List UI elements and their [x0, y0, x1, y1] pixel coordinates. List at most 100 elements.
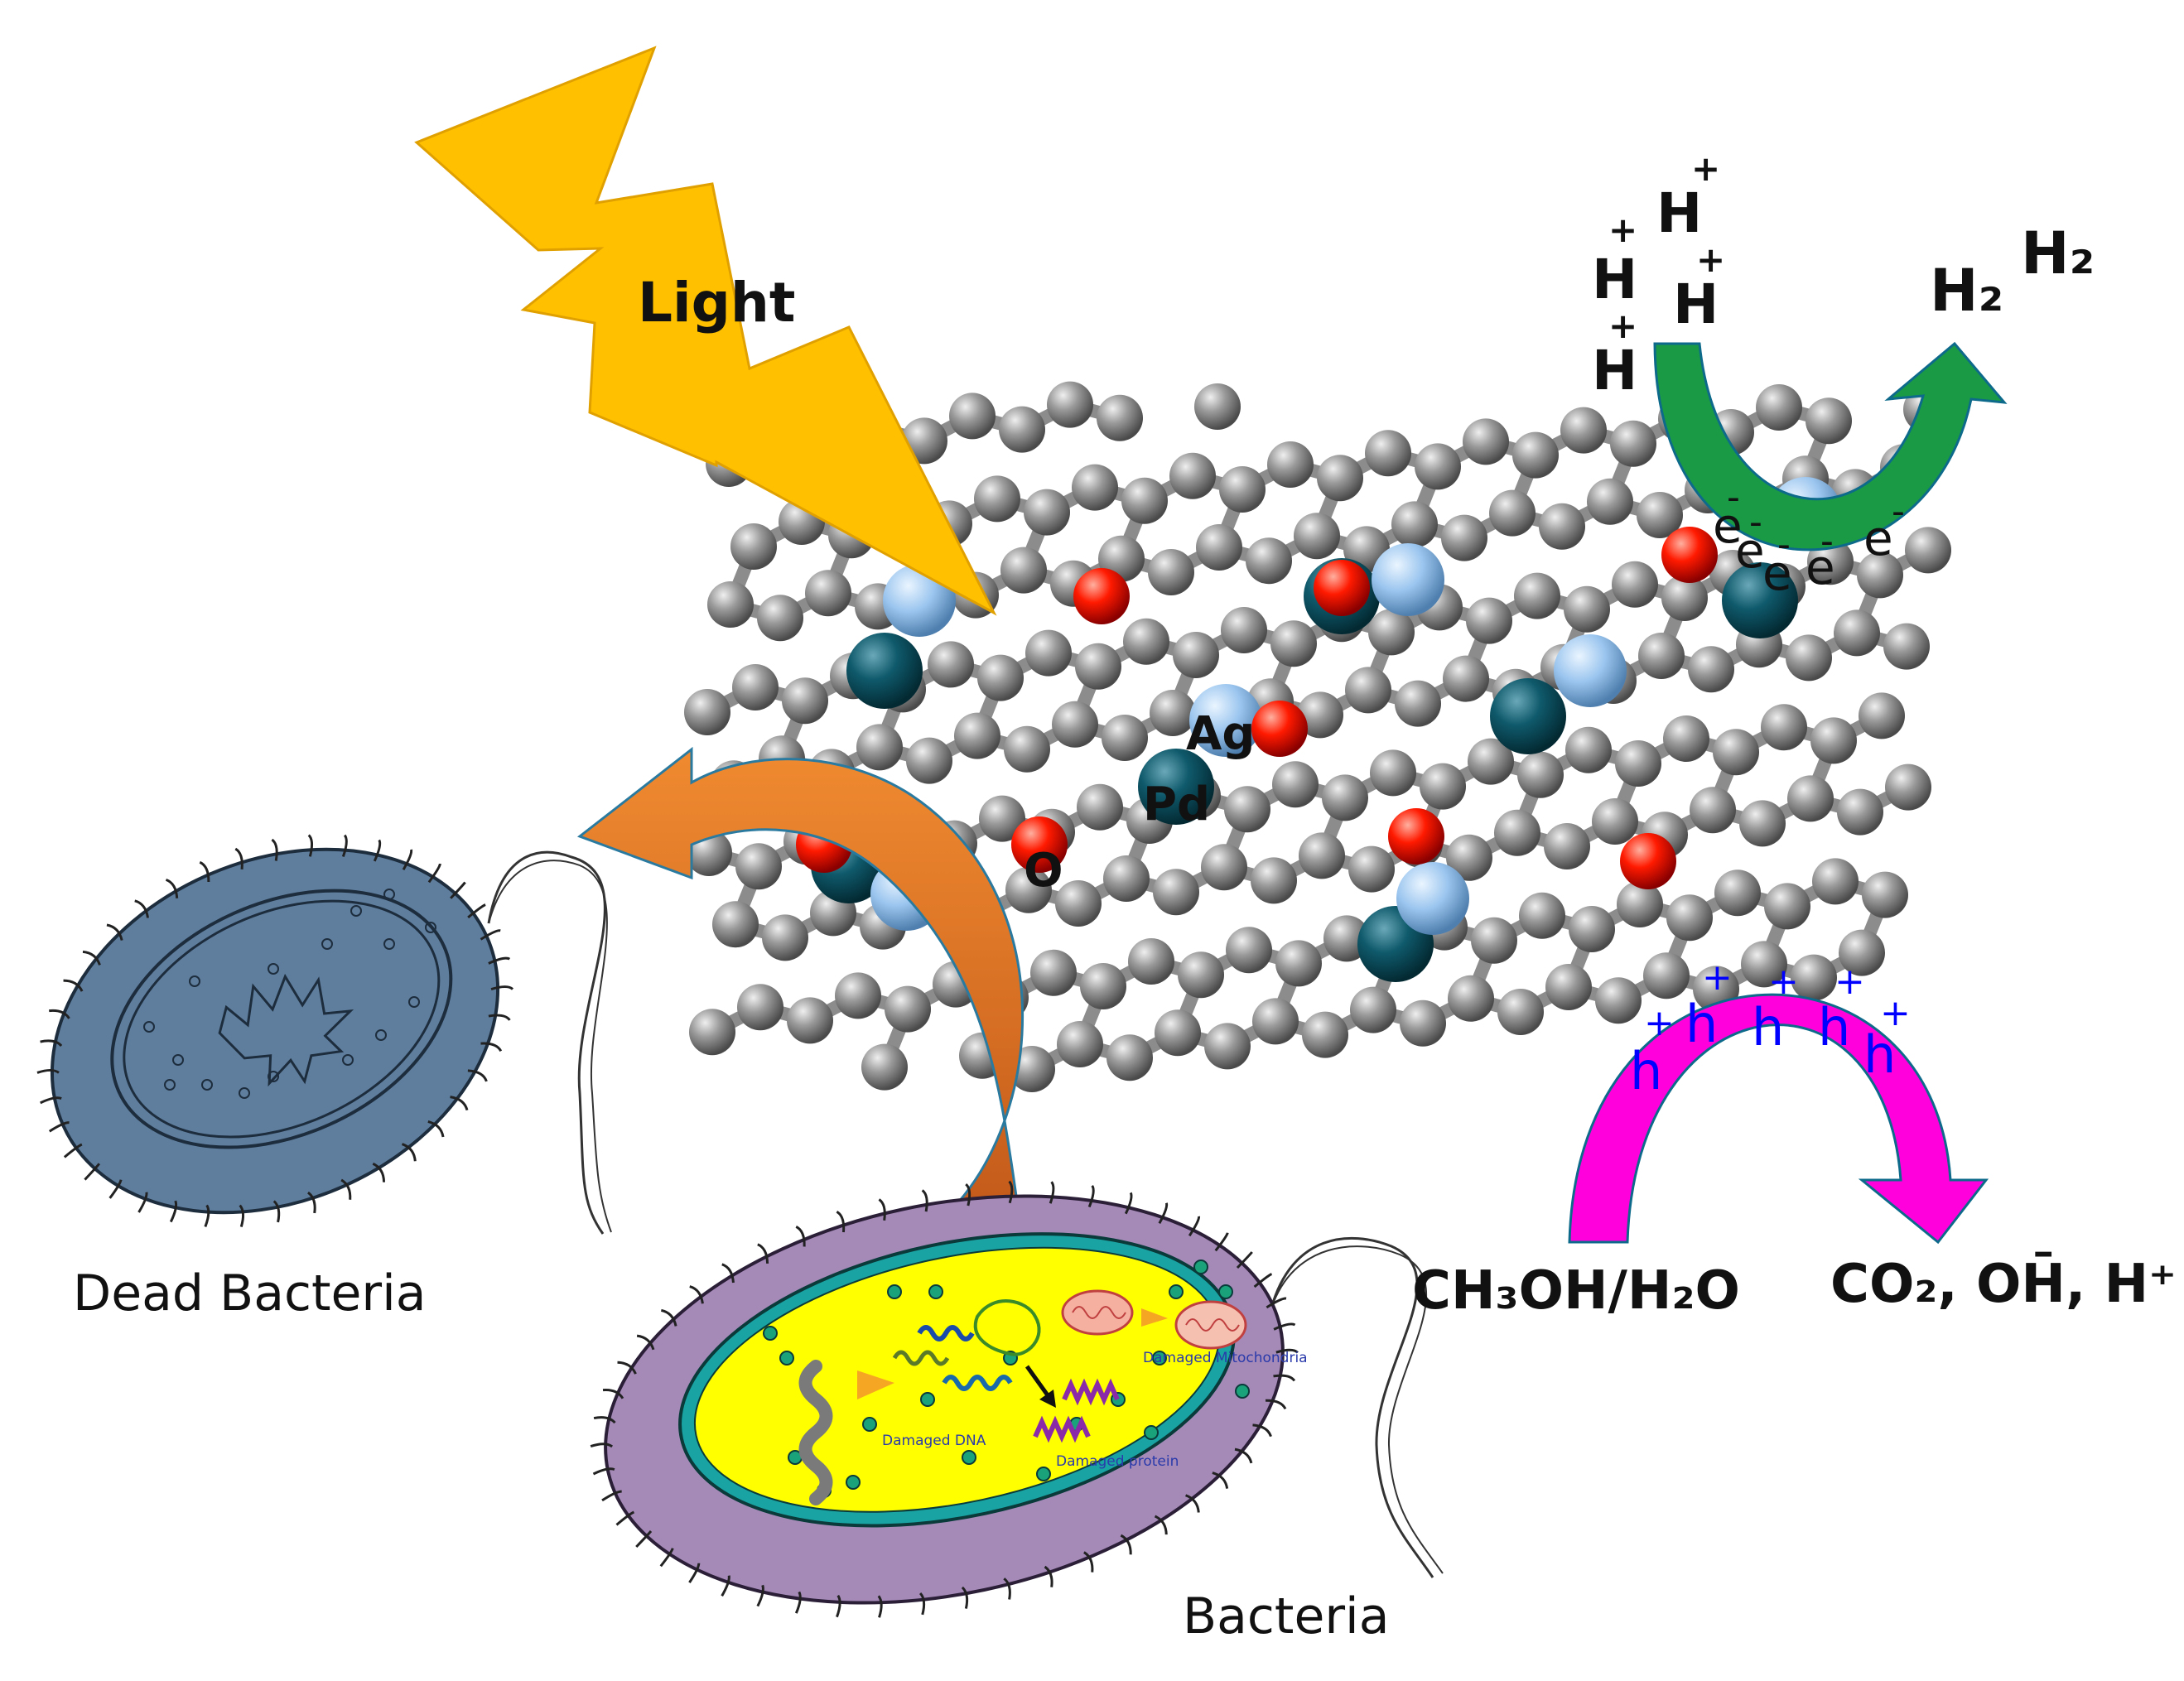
carbon-atom [1519, 892, 1565, 939]
hole-charge: + [1768, 961, 1799, 1003]
carbon-atom [1420, 763, 1466, 810]
hydrogen-label: H₂ [1930, 257, 2003, 325]
electron-label: e [1713, 498, 1743, 554]
carbon-atom [1466, 597, 1512, 644]
carbon-atom [1128, 938, 1174, 985]
dead-bacteria-pili [36, 834, 514, 1227]
arrow-icon [857, 1370, 894, 1399]
carbon-atom [1812, 858, 1859, 905]
carbon-atom [1587, 478, 1633, 525]
proton-label: H [1592, 248, 1637, 311]
o-label: O [1024, 844, 1063, 898]
carbon-atom [1545, 964, 1592, 1010]
carbon-atom [1350, 986, 1396, 1033]
carbon-atom [885, 985, 931, 1033]
carbon-atom [1834, 609, 1880, 657]
carbon-atom [1226, 927, 1272, 974]
carbon-atom [1395, 680, 1441, 727]
reactant-label: CH₃OH/H₂O [1412, 1260, 1740, 1322]
carbon-atom [1030, 949, 1077, 996]
dna-strand-icon [798, 1360, 833, 1505]
carbon-atom [1569, 906, 1615, 952]
mitochondria-icon [1061, 1289, 1134, 1336]
silver-atom [1372, 543, 1444, 616]
carbon-atom [1000, 547, 1047, 594]
carbon-atom [1448, 975, 1494, 1022]
carbon-atom [805, 570, 851, 617]
carbon-atom [1005, 866, 1052, 913]
carbon-atom [1201, 844, 1247, 891]
carbon-atom [1297, 691, 1343, 739]
carbon-atom [1638, 633, 1685, 679]
carbon-atom [1077, 783, 1123, 831]
carbon-atom [1322, 774, 1368, 821]
carbon-atom [1368, 609, 1415, 656]
carbon-atom [689, 1009, 735, 1056]
live-bacteria-flagellum [1270, 1236, 1434, 1578]
carbon-atom [1494, 809, 1540, 856]
carbon-atom [1791, 954, 1837, 1001]
carbon-atom [1885, 763, 1931, 811]
dead-bacteria-flagellum [487, 850, 606, 1235]
carbon-atom [1739, 800, 1786, 847]
damaged-protein-label: Damaged protein [1056, 1453, 1179, 1470]
hole-charge: + [1834, 961, 1865, 1003]
carbon-atom [707, 581, 754, 628]
carbon-atom [782, 677, 828, 725]
protein-cluster-icon [973, 1299, 1041, 1356]
proton-charge: + [1608, 210, 1637, 250]
carbon-atom [757, 595, 803, 642]
carbon-atom [999, 406, 1045, 453]
carbon-atom [1272, 761, 1319, 808]
hole-charge: + [1644, 1002, 1675, 1044]
protons-group: H + H + H + H + [1592, 148, 1725, 402]
carbon-atom [1173, 632, 1219, 678]
carbon-atom [1688, 646, 1734, 693]
carbon-atom [1106, 1034, 1153, 1081]
hole-label: h [1818, 997, 1850, 1057]
live-bacteria-pili [590, 1180, 1299, 1618]
protein-helix-icon [892, 1350, 950, 1366]
carbon-atom [1595, 977, 1642, 1024]
carbon-atom [1761, 704, 1807, 751]
carbon-atom [1103, 855, 1150, 902]
oxygen-atom [1251, 701, 1308, 757]
carbon-atom [1497, 989, 1544, 1035]
carbon-atom [1512, 431, 1559, 479]
carbon-atom [730, 523, 777, 570]
carbon-atom [1052, 701, 1098, 748]
dead-bacteria-cell [36, 834, 612, 1235]
electron-charge: - [1777, 523, 1791, 566]
silver-atom [1554, 634, 1627, 707]
carbon-atom [906, 737, 952, 784]
carbon-atom [861, 1043, 908, 1091]
carbon-atom [1317, 455, 1363, 502]
pd-label: Pd [1143, 778, 1210, 831]
carbon-atom [1370, 749, 1416, 797]
carbon-atom [1564, 585, 1610, 633]
carbon-atom [1219, 466, 1266, 513]
carbon-atom [1544, 823, 1590, 869]
carbon-atom [1057, 1021, 1103, 1067]
carbon-atom [1055, 880, 1102, 927]
carbon-atom [1345, 667, 1391, 714]
carbon-atom [1764, 883, 1810, 930]
carbon-atom [1004, 725, 1050, 773]
product-label: CO₂, OH̄, H⁺ [1830, 1251, 2177, 1315]
carbon-atom [787, 997, 833, 1044]
carbon-atom [979, 795, 1025, 842]
carbon-atom [762, 914, 808, 961]
hole-charge: + [1702, 956, 1733, 999]
carbon-atom [1713, 729, 1759, 776]
silver-atom [1396, 862, 1469, 935]
carbon-atom [1837, 788, 1883, 836]
carbon-atom [1075, 643, 1121, 690]
proton-charge: + [1696, 239, 1725, 280]
carbon-atom [1275, 940, 1322, 987]
carbon-atom [1204, 1023, 1251, 1070]
carbon-atom [1080, 963, 1126, 1009]
carbon-atom [1592, 798, 1638, 845]
carbon-atom [1267, 441, 1314, 488]
carbon-atom [1839, 929, 1885, 976]
